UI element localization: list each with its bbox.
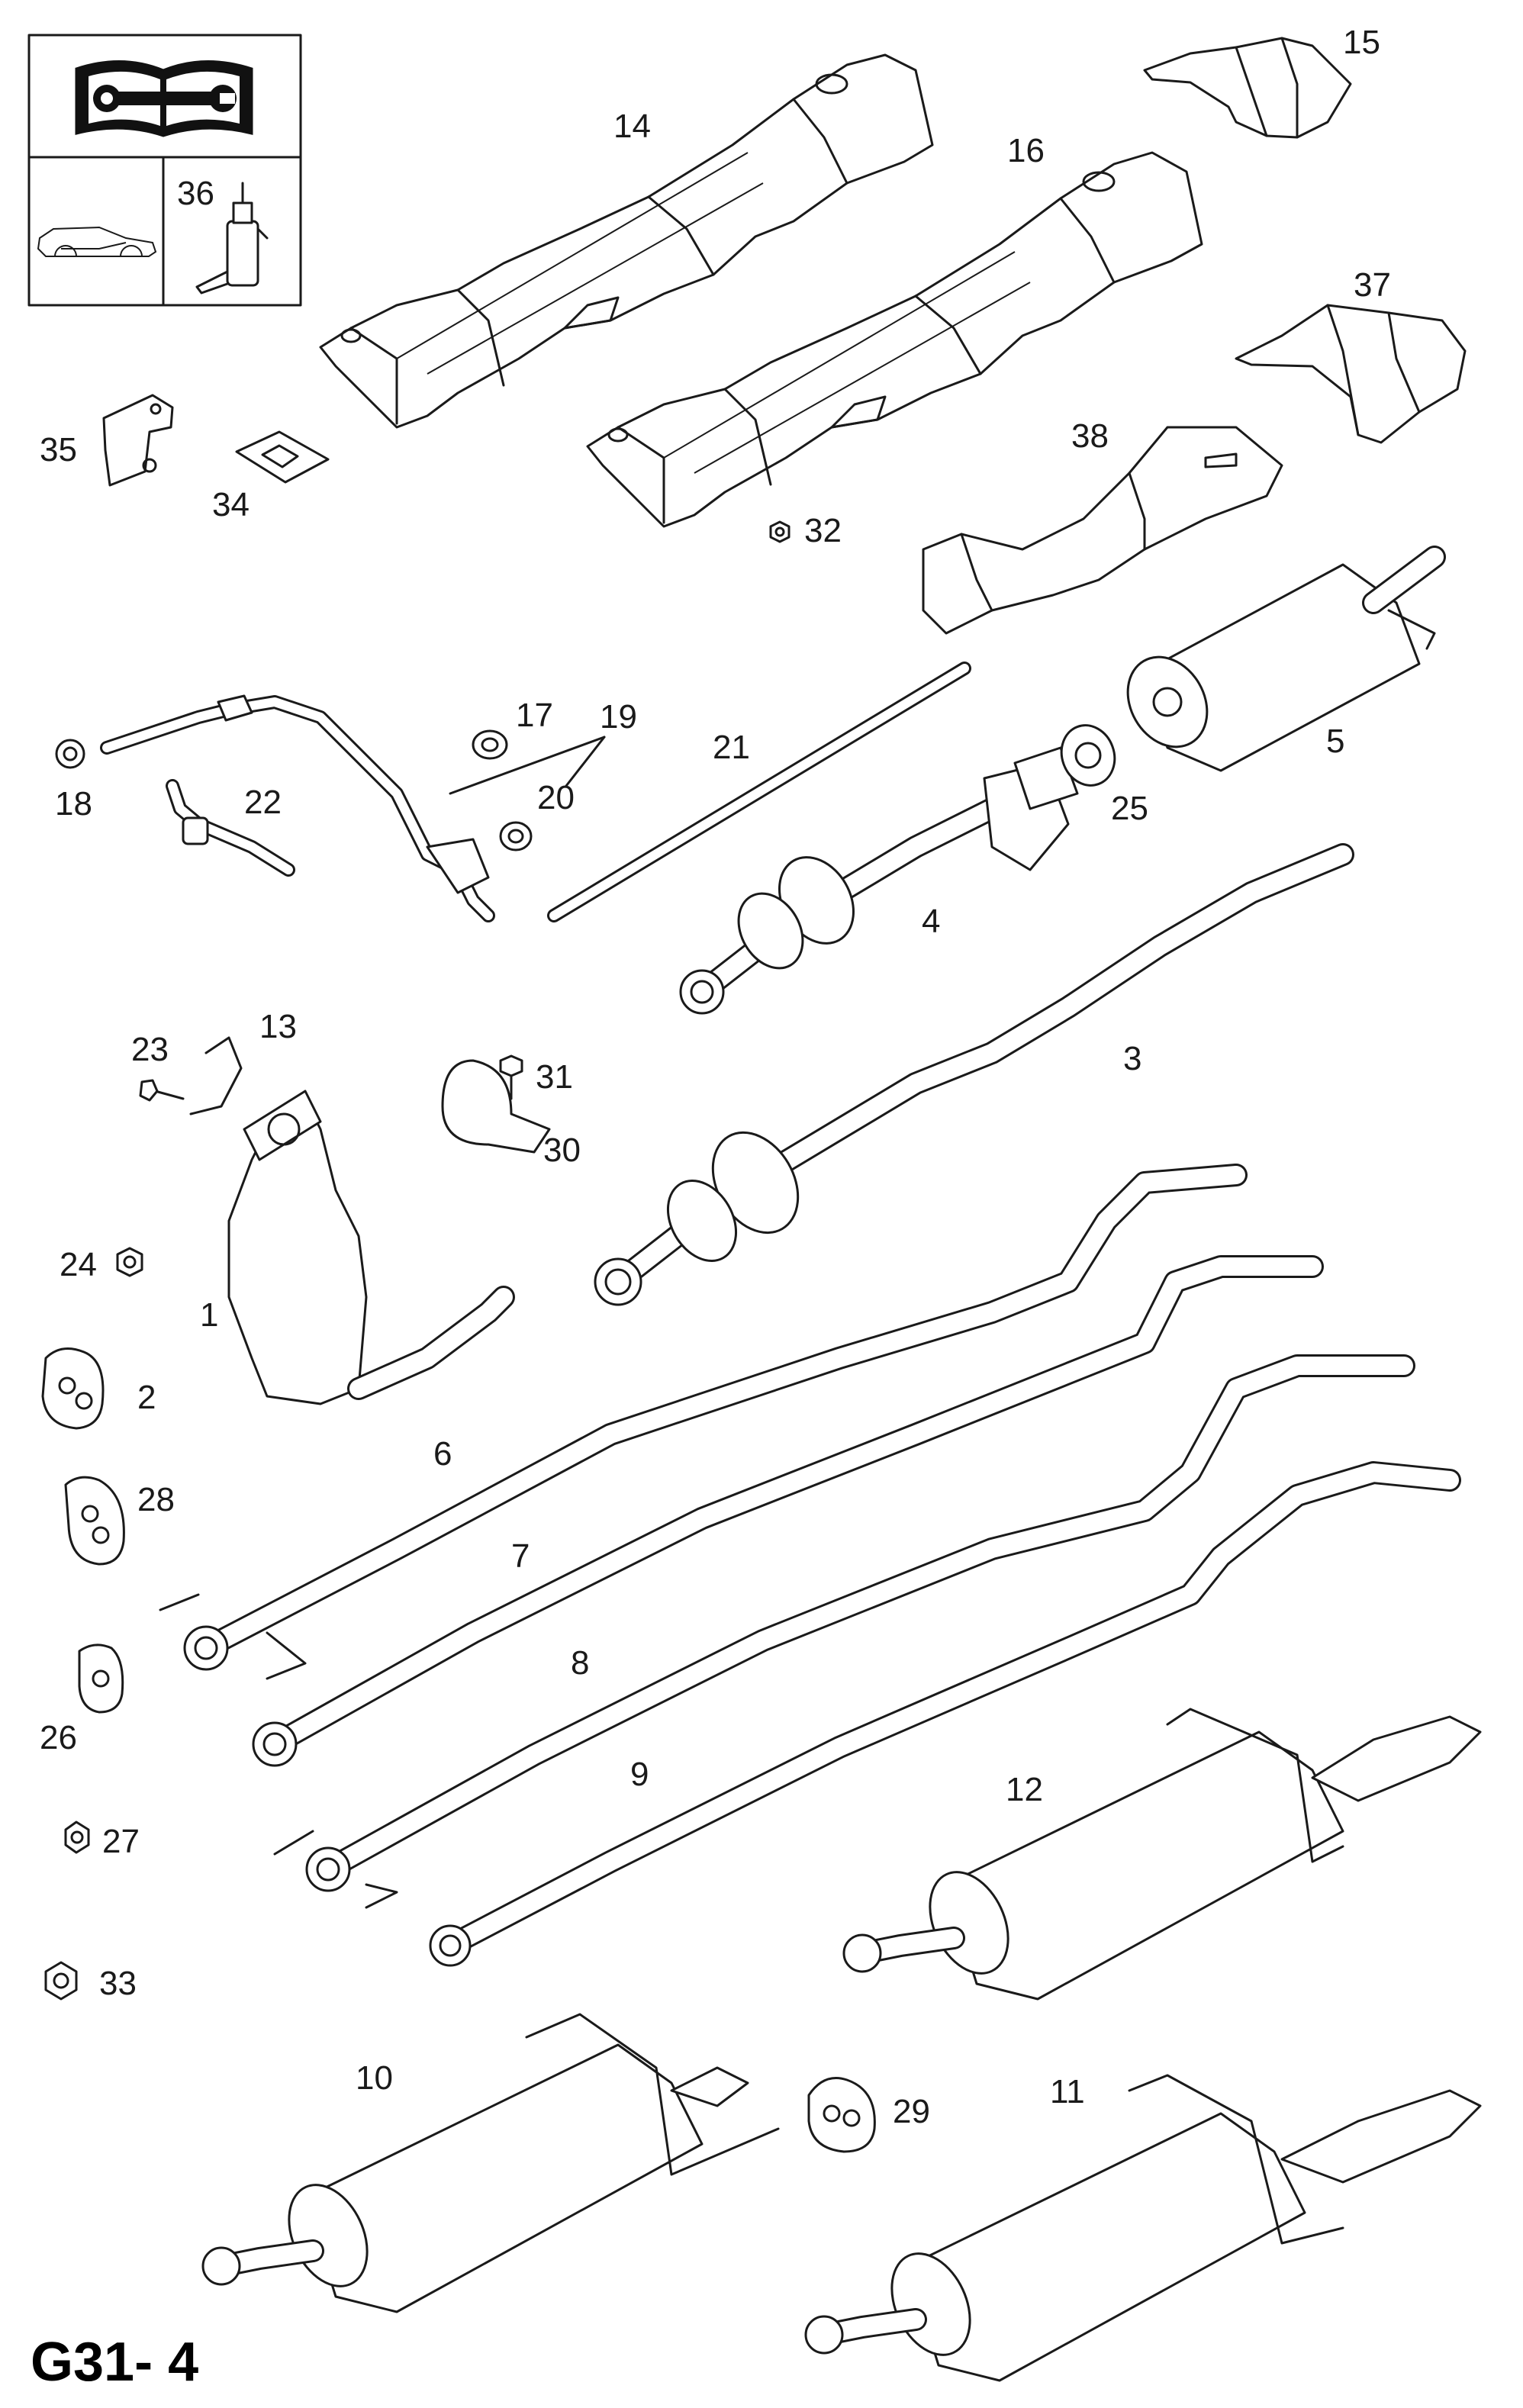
callout-19: 19 [600,698,637,736]
vehicle-silhouette-icon [37,226,157,257]
part-3-exhaust-pipe: 3 [594,843,1354,1306]
part-35-bracket: 35 [40,394,174,487]
part-38-heat-shield: 38 [922,417,1283,635]
part-28-rubber-mount: 28 [64,1476,175,1566]
callout-30: 30 [543,1132,581,1169]
callout-25: 25 [1111,790,1148,827]
part-8-tail-pipe: 8 [273,1354,1415,1909]
part-34-clip: 34 [212,430,330,523]
callout-16: 16 [1007,132,1045,169]
part-29-rubber-mount: 29 [807,2077,930,2153]
callout-2: 2 [137,1379,156,1416]
callout-14: 14 [613,108,651,145]
part-25-gasket: 25 [1060,724,1148,827]
legend-box: 36 [27,34,302,307]
callout-31: 31 [536,1058,573,1096]
part-5-center-muffler: 5 [1126,546,1446,772]
part-19-hose: 19 [449,698,637,795]
callout-1: 1 [200,1296,218,1334]
sealant-tube-icon [195,182,269,295]
callout-17: 17 [516,697,553,734]
part-18-sensor-line: 18 [55,694,495,922]
callout-6: 6 [433,1435,452,1473]
callout-38: 38 [1071,417,1109,455]
part-6-tail-pipe: 6 [159,1164,1248,1680]
callout-32: 32 [804,512,842,549]
part-32-nut: 32 [769,512,842,549]
part-11-rear-muffler: 11 [804,2073,1482,2382]
part-15-heat-shield: 15 [1143,24,1380,139]
legend-frame [27,34,302,307]
part-17-hose-clamp: 17 [472,697,553,760]
part-14-heat-shield: 14 [319,53,934,429]
part-23-bolt: 23 [131,1031,185,1102]
part-22-sensor: 22 [166,779,295,877]
callout-21: 21 [713,729,750,766]
callout-9: 9 [630,1756,649,1793]
part-21-pipe: 21 [547,662,971,922]
callout-36: 36 [177,175,214,212]
part-30-clamp: 30 [441,1059,581,1169]
callout-29: 29 [893,2093,930,2130]
callout-3: 3 [1123,1040,1141,1077]
callout-5: 5 [1326,723,1344,760]
callout-20: 20 [537,779,575,816]
part-26-rubber-mount: 26 [40,1643,124,1756]
part-2-rubber-mount: 2 [41,1347,156,1430]
part-20-hose-clamp: 20 [499,779,575,851]
callout-28: 28 [137,1481,175,1518]
part-16-heat-shield: 16 [586,132,1203,528]
part-31-bolt: 31 [499,1054,573,1100]
part-27-nut: 27 [64,1820,140,1860]
part-13-bracket: 13 [189,1008,297,1115]
callout-11: 11 [1050,2073,1085,2110]
callout-34: 34 [212,486,250,523]
callout-24: 24 [60,1246,97,1283]
part-33-flange-nut: 33 [44,1961,137,2002]
callout-8: 8 [571,1644,589,1682]
callout-23: 23 [131,1031,169,1068]
part-37-heat-shield: 37 [1235,266,1467,444]
callout-33: 33 [99,1965,137,2002]
callout-4: 4 [922,903,940,940]
callout-13: 13 [259,1008,297,1045]
page-code: G31- 4 [31,2332,198,2393]
callout-15: 15 [1343,24,1380,61]
callout-12: 12 [1006,1771,1043,1808]
part-12-rear-muffler: 12 [842,1708,1482,2001]
callout-37: 37 [1354,266,1391,304]
book-wrench-icon [75,60,253,137]
callout-26: 26 [40,1719,77,1756]
callout-18: 18 [55,785,92,823]
part-9-tail-pipe: 9 [429,1461,1461,1967]
callout-35: 35 [40,431,77,468]
callout-7: 7 [511,1537,530,1575]
callout-22: 22 [244,784,282,821]
callout-10: 10 [356,2059,393,2097]
part-24-nut: 24 [60,1246,143,1283]
part-1-catalytic-converter: 1 [200,1090,515,1405]
callout-27: 27 [102,1823,140,1860]
part-7-tail-pipe: 7 [252,1255,1324,1767]
part-10-rear-muffler: 10 [201,2013,780,2313]
part-4-front-pipe: 4 [679,746,1079,1015]
